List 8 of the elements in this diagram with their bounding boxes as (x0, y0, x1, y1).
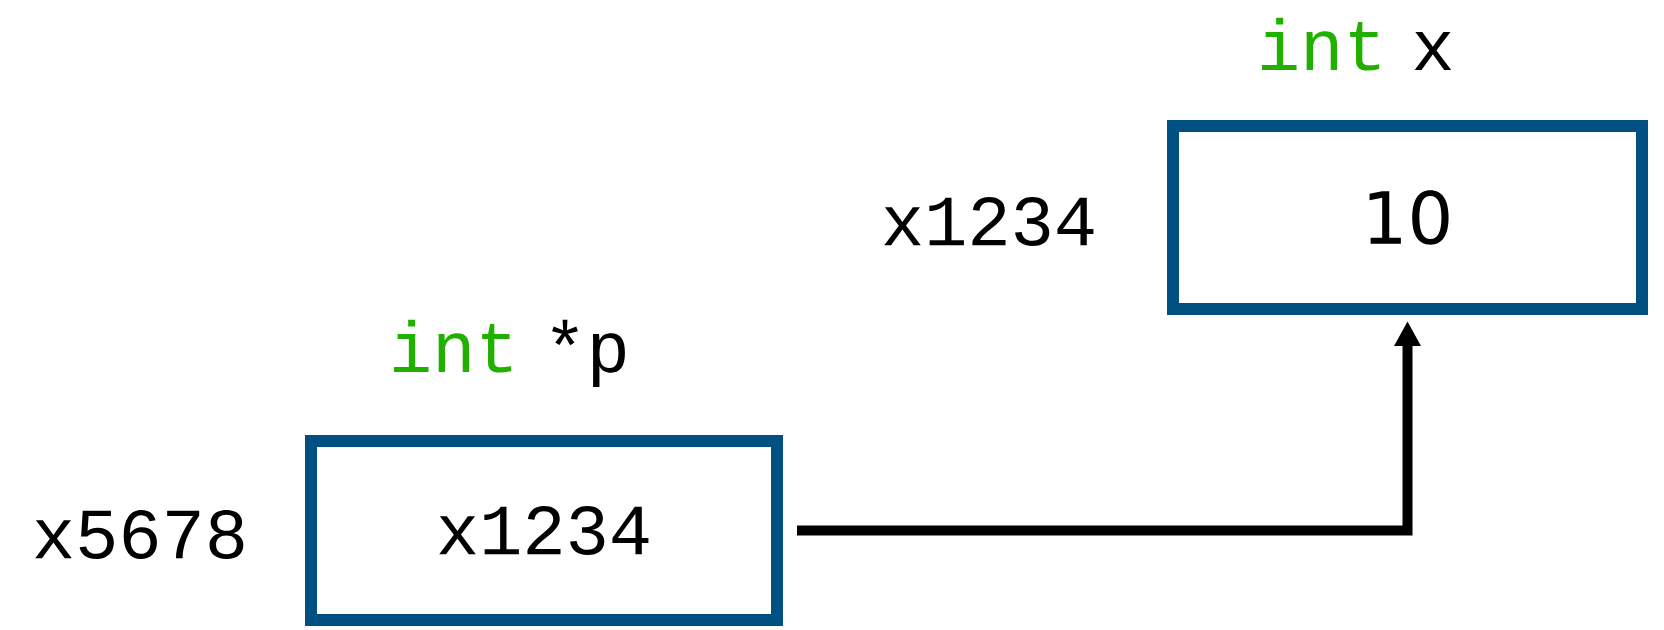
type-label: int (394, 319, 512, 373)
memory-box: x1234 (305, 435, 783, 626)
memory-box: 10 (1167, 120, 1648, 315)
variable-name: x (1414, 31, 1452, 70)
variable-name: *p (552, 319, 625, 387)
type-label: int (1262, 17, 1380, 71)
address-label: x1234 (884, 197, 1094, 246)
address-label: x5678 (35, 510, 244, 559)
